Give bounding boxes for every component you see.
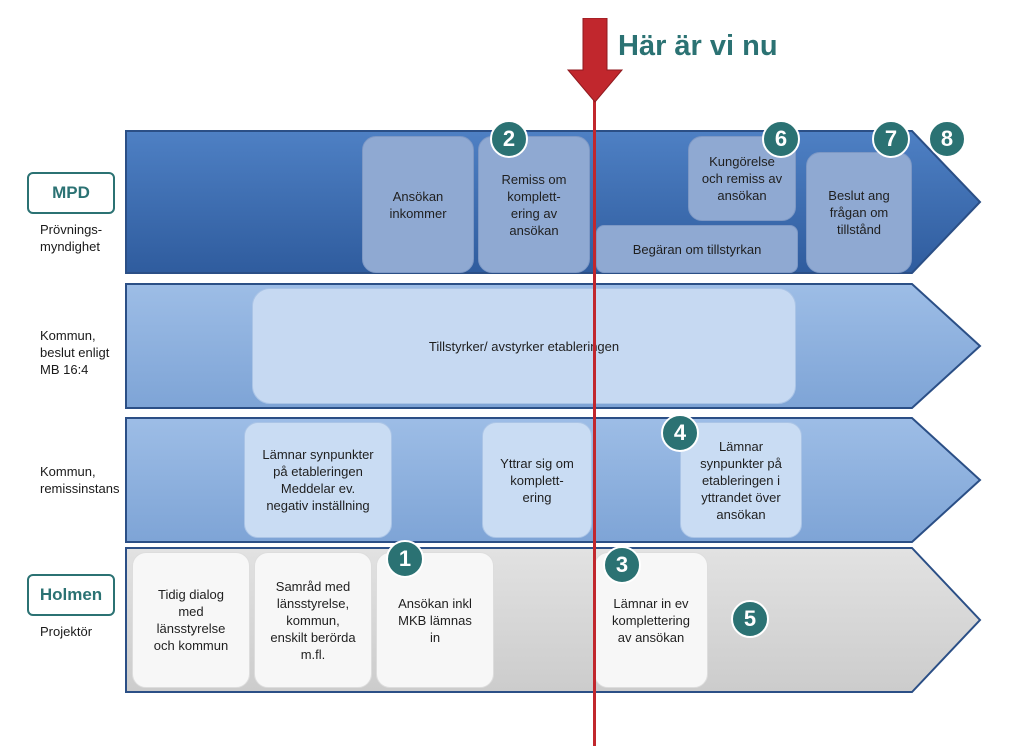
kommun-beslut-lane-label: Kommun, beslut enligt MB 16:4 bbox=[40, 328, 110, 377]
current-position-line bbox=[593, 98, 596, 746]
mpd-tag: MPD bbox=[27, 172, 115, 214]
step-badge-1: 1 bbox=[386, 540, 424, 578]
current-position-label: Här är vi nu bbox=[618, 30, 778, 62]
step-badge-5: 5 bbox=[731, 600, 769, 638]
step-badge-3: 3 bbox=[603, 546, 641, 584]
box-begaran-tillstyrkan: Begäran om tillstyrkan bbox=[596, 225, 798, 273]
step-badge-8: 8 bbox=[928, 120, 966, 158]
step-badge-6: 6 bbox=[762, 120, 800, 158]
box-samrad: Samråd med länsstyrelse, kommun, enskilt… bbox=[254, 552, 372, 688]
step-badge-4: 4 bbox=[661, 414, 699, 452]
box-tillstyrker: Tillstyrker/ avstyrker etableringen bbox=[252, 288, 796, 404]
box-yttrar-sig: Yttrar sig om komplett- ering bbox=[482, 422, 592, 538]
kommun-remiss-lane-label: Kommun, remissinstans bbox=[40, 464, 120, 496]
box-remiss-komplettering: Remiss om komplett- ering av ansökan bbox=[478, 136, 590, 273]
current-position-arrow-icon bbox=[566, 18, 624, 103]
mpd-lane-label: Prövnings- myndighet bbox=[40, 222, 103, 254]
step-badge-7: 7 bbox=[872, 120, 910, 158]
step-badge-2: 2 bbox=[490, 120, 528, 158]
box-lamnar-synpunkter-2: Lämnar synpunkter på etableringen i yttr… bbox=[680, 422, 802, 538]
box-beslut: Beslut ang frågan om tillstånd bbox=[806, 152, 912, 273]
box-tidig-dialog: Tidig dialog med länsstyrelse och kommun bbox=[132, 552, 250, 688]
box-ansokan-inkommer: Ansökan inkommer bbox=[362, 136, 474, 273]
box-lamnar-synpunkter-1: Lämnar synpunkter på etableringen Meddel… bbox=[244, 422, 392, 538]
holmen-tag: Holmen bbox=[27, 574, 115, 616]
holmen-lane-label: Projektör bbox=[40, 624, 93, 639]
